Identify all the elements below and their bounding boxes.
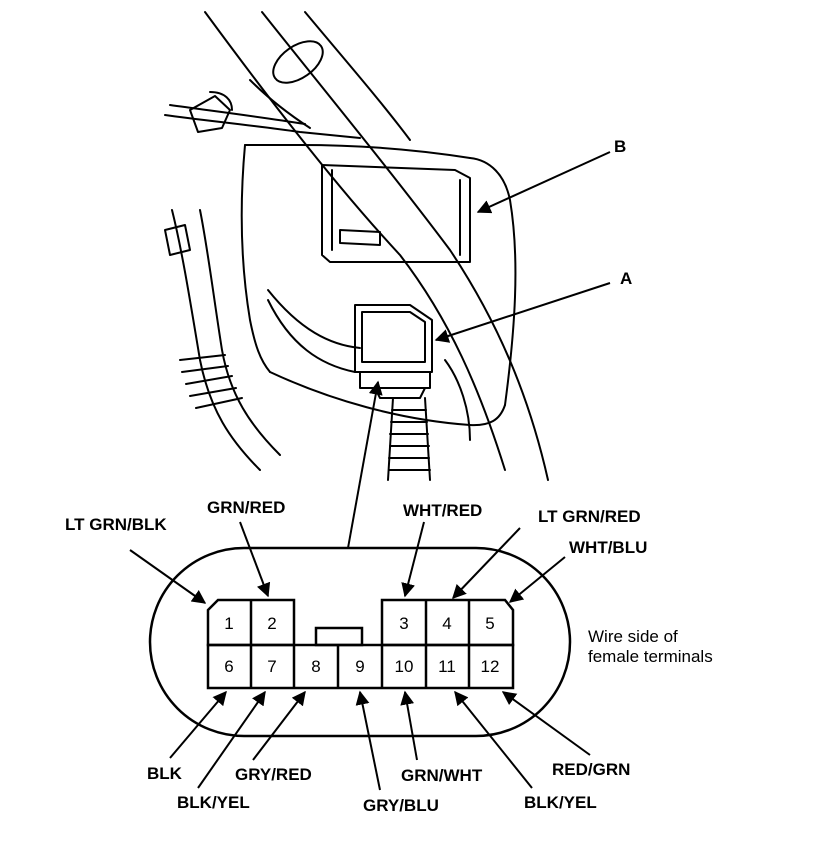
pin-12: 12 [481,657,500,676]
pin-11: 11 [438,657,456,676]
pin-4: 4 [442,614,451,633]
pin-9: 9 [355,657,364,676]
wire-label-pin9: GRY/BLU [363,796,439,815]
wire-label-pin11: BLK/YEL [524,793,597,812]
wire-side-note: Wire side of female terminals [588,627,713,667]
wire-label-pin10: GRN/WHT [401,766,483,785]
pin-5: 5 [485,614,494,633]
wire-side-note-line1: Wire side of [588,627,678,646]
wire-label-pin3: WHT/RED [403,501,483,520]
wire-label-pin7: BLK/YEL [177,793,250,812]
pin-10: 10 [395,657,414,676]
pin-8: 8 [311,657,320,676]
wire-label-pin6: BLK [147,764,182,783]
wire-label-pin1: LT GRN/BLK [65,515,167,534]
wire-label-pin8: GRY/RED [235,765,312,784]
wire-label-pin12: RED/GRN [552,760,631,779]
wire-label-pin4: LT GRN/RED [538,507,641,526]
pin-3: 3 [399,614,408,633]
callout-leaders [347,151,611,549]
connector-face [148,546,572,738]
wire-side-note-line2: female terminals [588,647,713,666]
callout-a: A [620,269,633,288]
pin-1: 1 [224,614,233,633]
pin-7: 7 [267,657,276,676]
wire-leaders [129,521,591,791]
wire-label-pin5: WHT/BLU [569,538,648,557]
wire-label-pin2: GRN/RED [207,498,286,517]
pin-6: 6 [224,657,233,676]
pin-2: 2 [267,614,276,633]
pin-numbers: 1 2 3 4 5 6 7 8 9 10 11 12 [224,614,499,676]
callout-b: B [614,137,627,156]
vehicle-illustration [164,11,549,481]
